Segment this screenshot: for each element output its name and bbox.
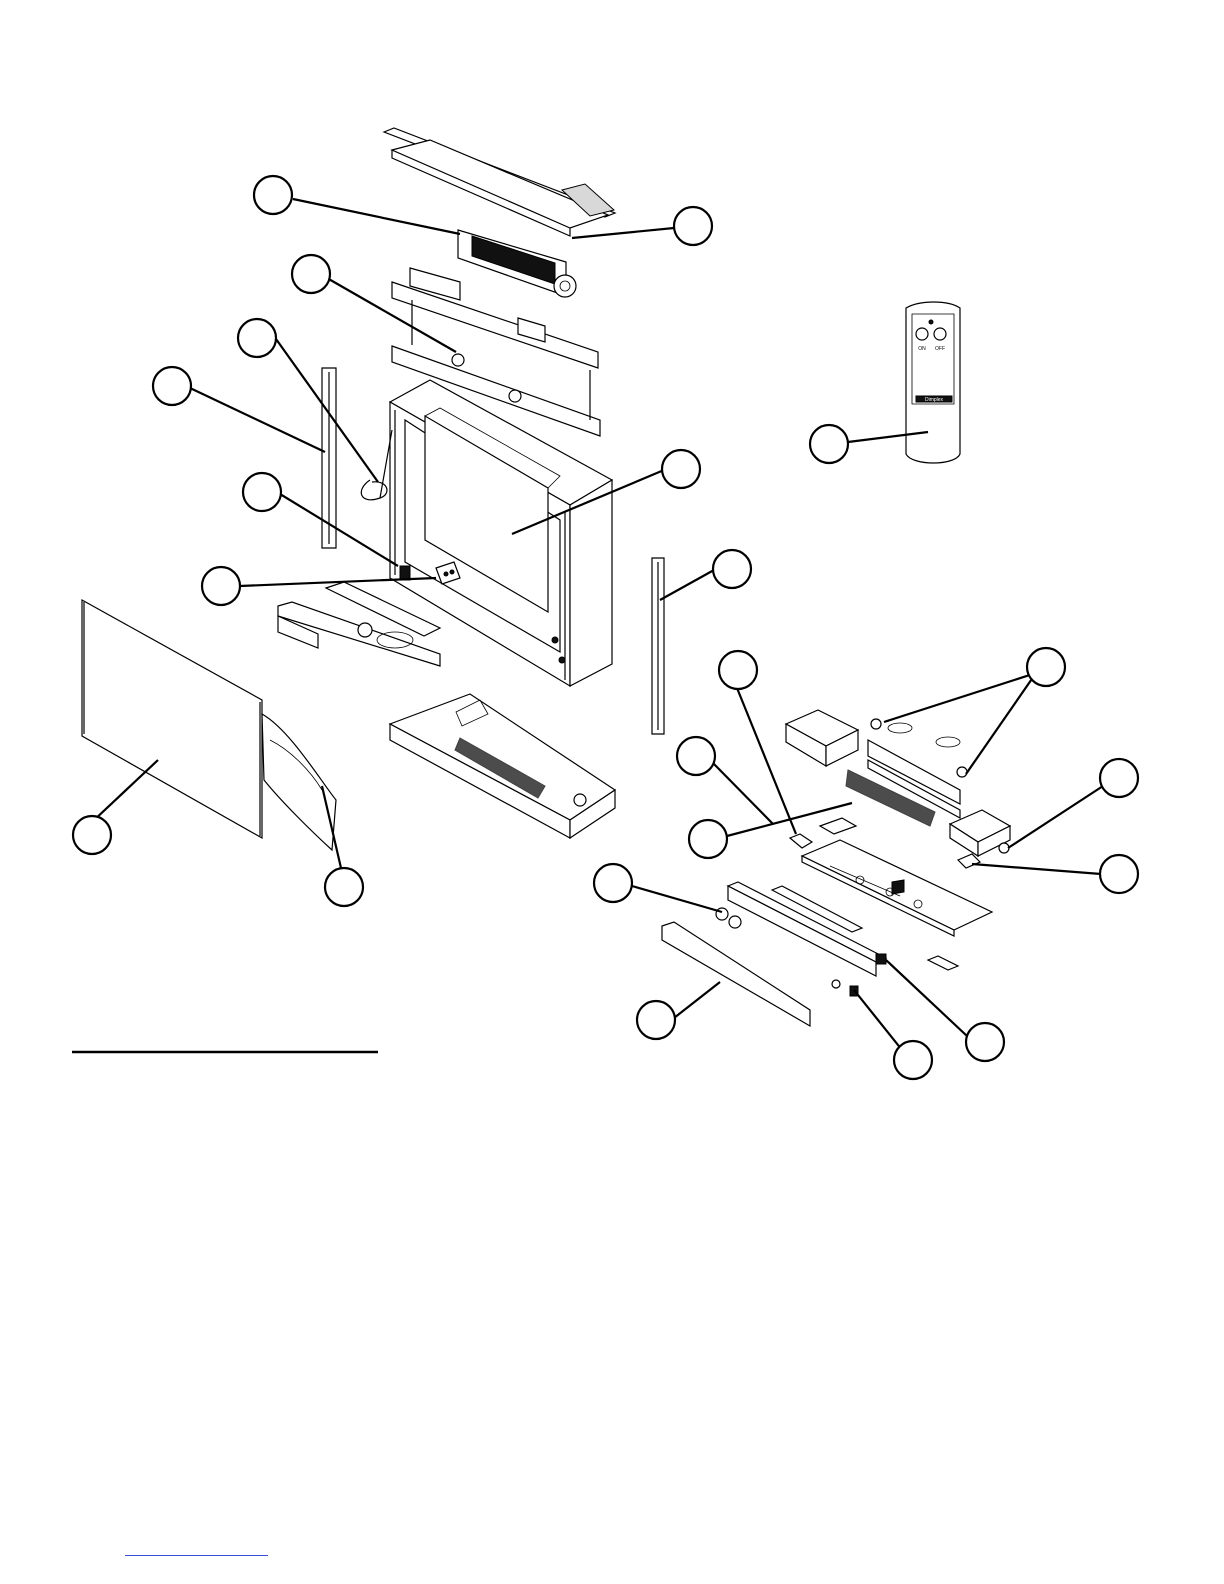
callout-balloon (202, 567, 240, 605)
callout-balloon (662, 450, 700, 488)
remote-off-label: OFF (935, 346, 945, 352)
callout-balloon (689, 820, 727, 858)
callout-balloon (594, 864, 632, 902)
callout-balloon (254, 176, 292, 214)
callout-balloon (966, 1023, 1004, 1061)
callout-balloon (637, 1001, 675, 1039)
remote-control: ON OFF Dimplex (906, 302, 960, 463)
glass-front-panel (82, 600, 262, 838)
callout-balloon (1100, 855, 1138, 893)
log-set-tray (390, 694, 615, 838)
callout-balloon (243, 473, 281, 511)
base-plate (802, 840, 992, 936)
side-trim-right (652, 558, 664, 734)
heater-subassembly (786, 710, 1010, 868)
callout-balloon (325, 868, 363, 906)
callout-balloon (894, 1041, 932, 1079)
callout-balloon (810, 425, 848, 463)
callout-balloon (674, 207, 712, 245)
callout-balloon (1027, 648, 1065, 686)
footer-link-underline[interactable] (125, 1555, 268, 1556)
callout-balloon (719, 651, 757, 689)
remote-on-label: ON (918, 346, 926, 352)
callout-balloon (677, 737, 715, 775)
callout-balloon (292, 255, 330, 293)
callout-balloon (73, 816, 111, 854)
remote-brand-label: Dimplex (925, 397, 944, 403)
ember-bed (262, 714, 336, 850)
light-tray (278, 582, 440, 666)
callout-balloon (153, 367, 191, 405)
callout-balloon (1100, 759, 1138, 797)
callout-balloon (713, 550, 751, 588)
callout-balloon (238, 319, 276, 357)
